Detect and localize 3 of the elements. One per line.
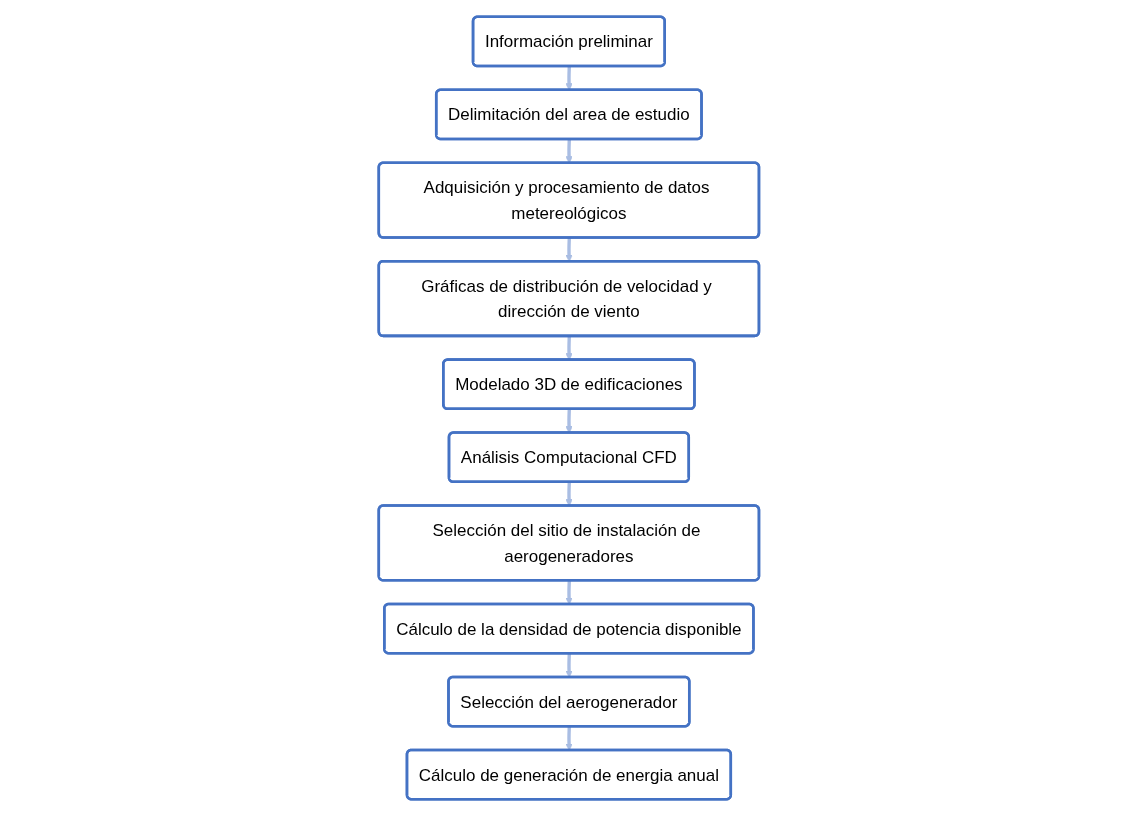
arrow bbox=[565, 653, 573, 678]
arrow bbox=[565, 237, 573, 262]
arrow bbox=[565, 580, 573, 605]
